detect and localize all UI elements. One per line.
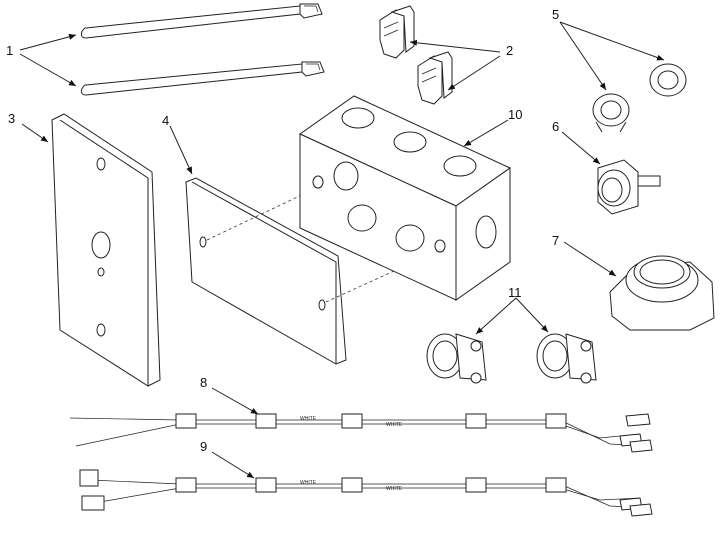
- callout-2: 2: [506, 43, 514, 58]
- spring-clip-part: [379, 5, 415, 59]
- callout-11: 11: [508, 285, 522, 300]
- bushing-part-2: [649, 63, 687, 97]
- cover-plate-part: [51, 113, 161, 387]
- callout-5: 5: [552, 7, 560, 22]
- thermostat-part: [597, 159, 661, 215]
- spring-clip-part-2: [417, 51, 453, 105]
- callout-10: 10: [508, 107, 523, 122]
- callout-7: 7: [552, 233, 560, 248]
- callout-4: 4: [162, 113, 170, 128]
- callout-9: 9: [200, 439, 208, 454]
- callout-3: 3: [8, 111, 16, 126]
- leader-lines: [19, 21, 665, 479]
- callout-8: 8: [200, 375, 208, 390]
- wire-harness-part: WHITE WHITE: [69, 413, 653, 453]
- large-thermostat-part: [609, 255, 715, 331]
- cable-connector-part: [426, 333, 487, 384]
- junction-box-part: [299, 95, 511, 301]
- wire-label: WHITE: [300, 416, 317, 422]
- wire-label: WHITE: [300, 480, 317, 486]
- wire-harness-part-2: WHITE WHITE: [79, 469, 653, 517]
- blank-cover-plate-part: [185, 177, 441, 365]
- bushing-part: [592, 93, 630, 133]
- cable-tie-part-2: [80, 61, 325, 96]
- wire-label: WHITE: [386, 486, 403, 492]
- callout-1: 1: [6, 43, 14, 58]
- callout-6: 6: [552, 119, 560, 134]
- cable-connector-part-2: [536, 333, 597, 384]
- wire-label: WHITE: [386, 422, 403, 428]
- cable-tie-part: [80, 3, 323, 39]
